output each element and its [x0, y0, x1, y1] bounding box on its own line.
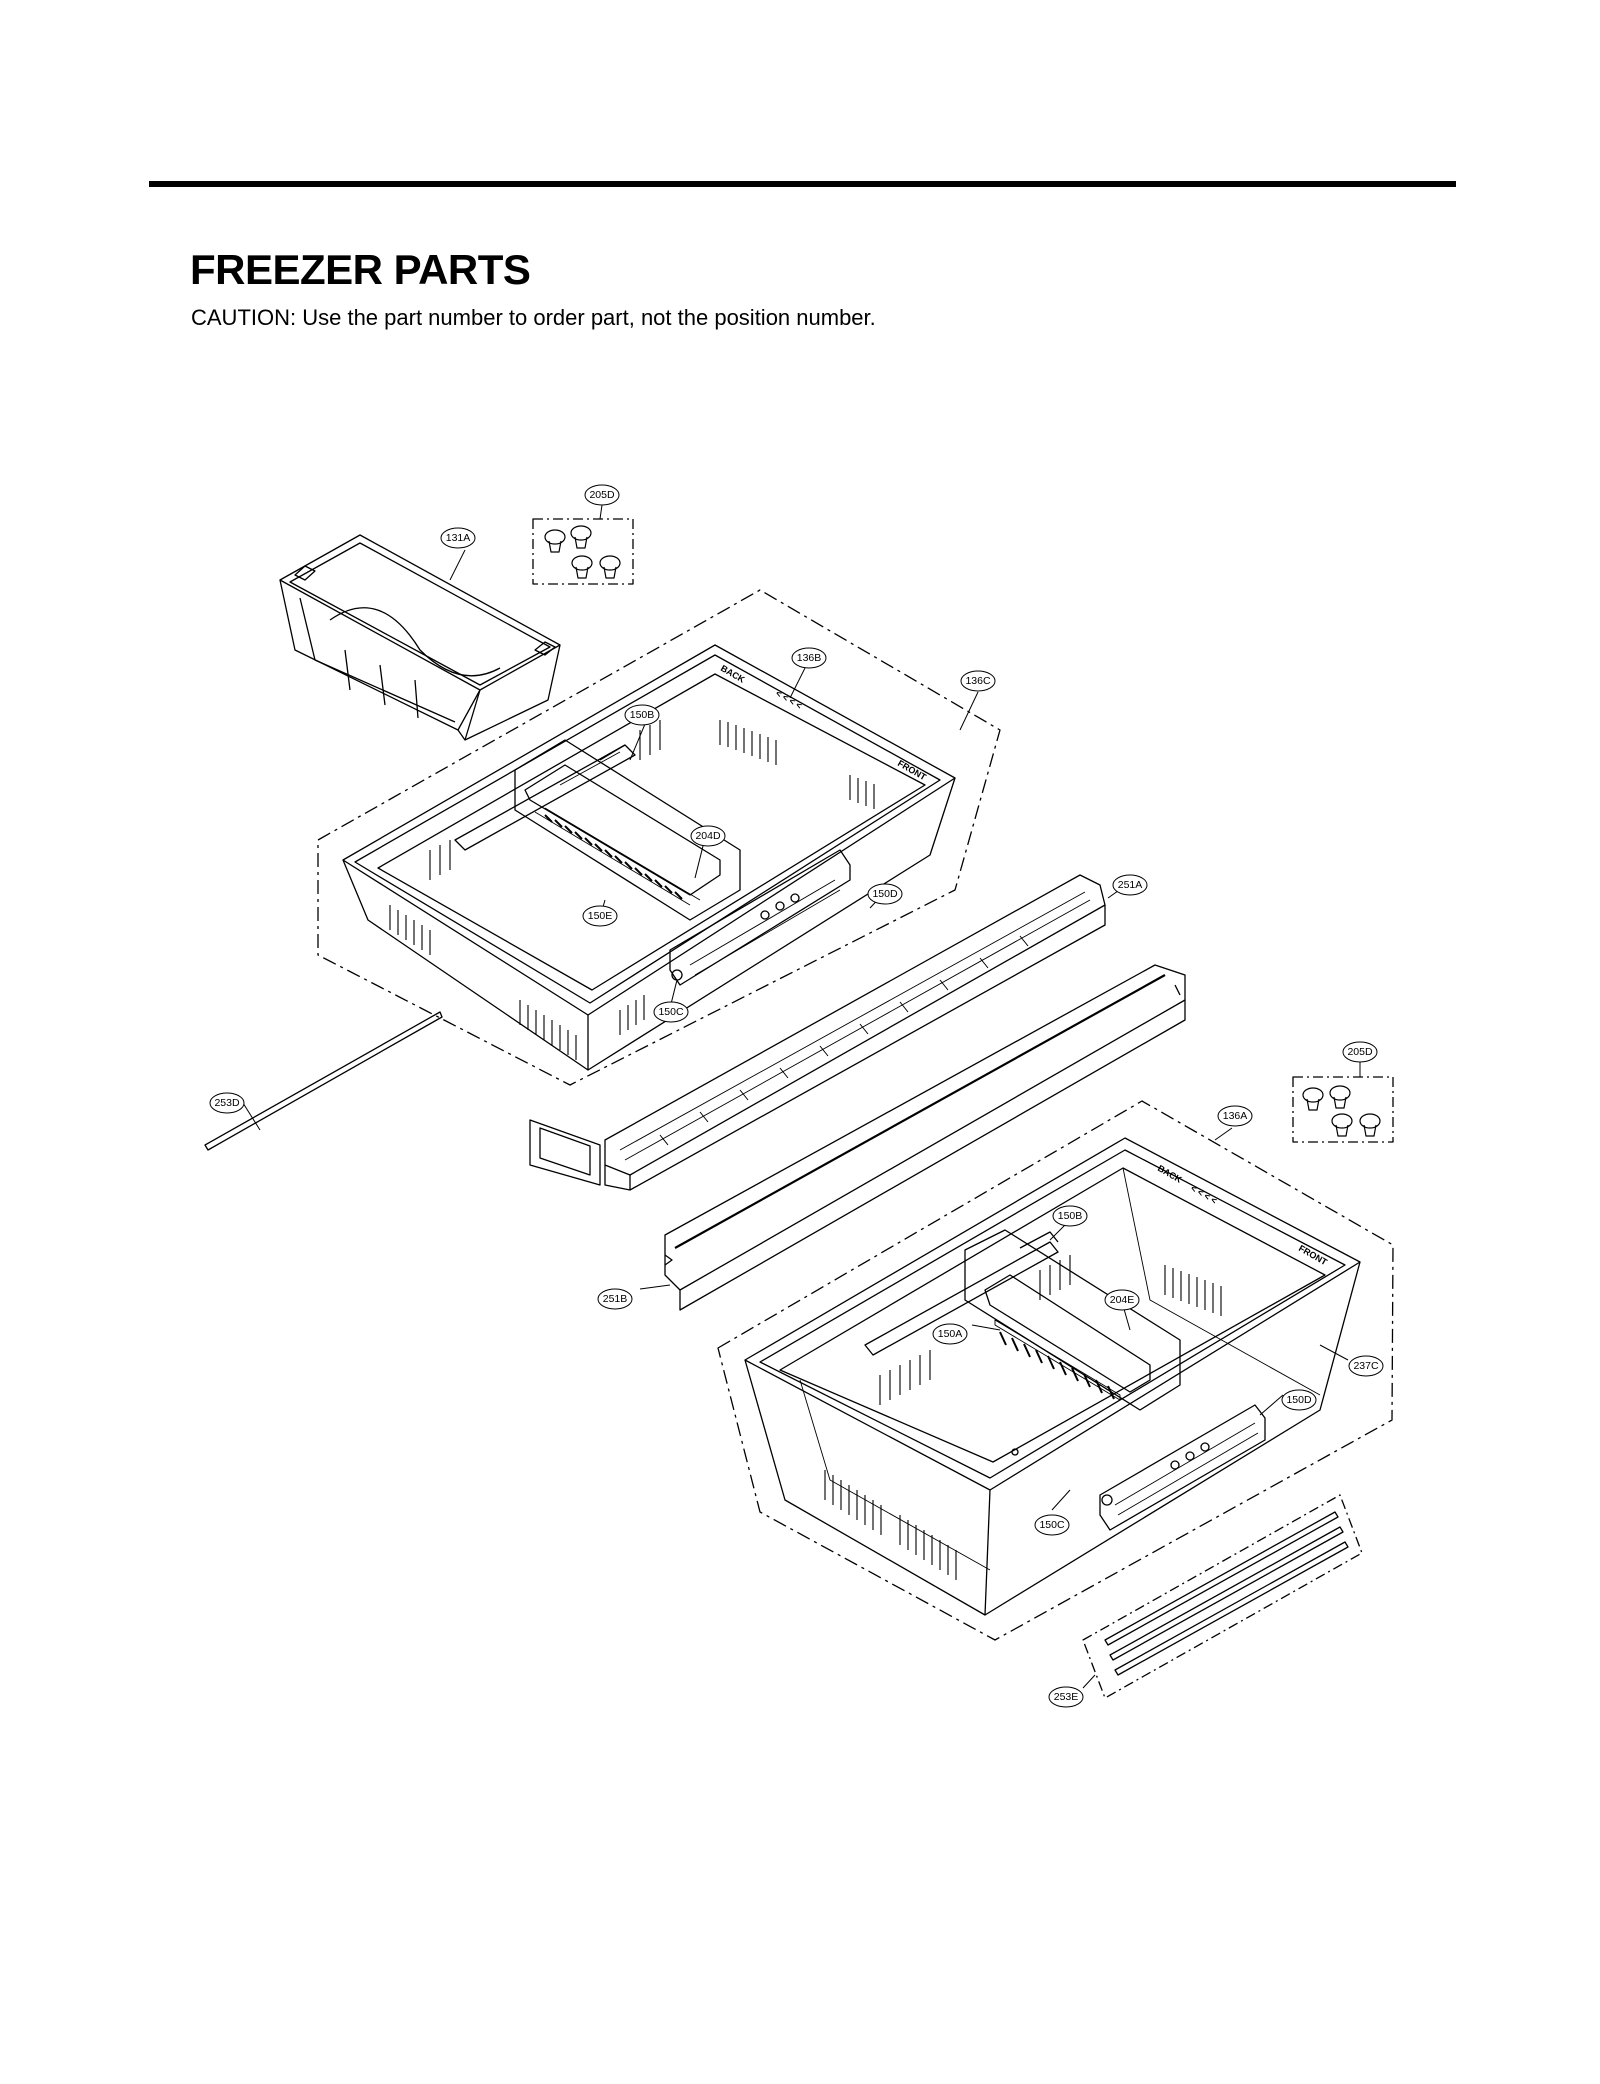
svg-text:150A: 150A [938, 1328, 963, 1340]
page-title: FREEZER PARTS [190, 246, 531, 293]
label-251B: 251B [597, 1288, 633, 1310]
caps-box-205D-bottom [1292, 1076, 1394, 1143]
label-205D-bottom: 205D [1342, 1041, 1378, 1063]
svg-text:150D: 150D [872, 888, 898, 900]
svg-text:253D: 253D [214, 1097, 240, 1109]
label-150E: 150E [582, 905, 618, 927]
svg-text:150C: 150C [658, 1006, 684, 1018]
label-136B: 136B [791, 647, 827, 669]
svg-text:251B: 251B [603, 1293, 628, 1305]
rail-251A [529, 874, 1106, 1191]
header-rule [149, 181, 1456, 187]
label-150D-bottom: 150D [1281, 1389, 1317, 1411]
top-drawer-group-boundary [317, 589, 1001, 1086]
rod-253D [204, 1011, 443, 1151]
arrows-mark-bottom: < < < < [1189, 1183, 1219, 1206]
svg-text:205D: 205D [589, 489, 615, 501]
bottom-drawer-group-boundary [717, 1100, 1394, 1641]
label-150B-top: 150B [624, 704, 660, 726]
svg-text:150C: 150C [1039, 1519, 1065, 1531]
label-237C: 237C [1348, 1355, 1384, 1377]
svg-text:251A: 251A [1118, 879, 1143, 891]
svg-text:150E: 150E [588, 910, 613, 922]
label-253E: 253E [1048, 1686, 1084, 1708]
label-136A: 136A [1217, 1105, 1253, 1127]
caution-note: CAUTION: Use the part number to order pa… [191, 305, 876, 330]
svg-text:237C: 237C [1353, 1360, 1379, 1372]
back-mark-top: BACK [719, 663, 747, 685]
label-253D: 253D [209, 1092, 245, 1114]
svg-text:150B: 150B [630, 709, 655, 721]
svg-text:205D: 205D [1347, 1046, 1373, 1058]
svg-text:204D: 204D [695, 830, 721, 842]
label-131A: 131A [440, 527, 476, 549]
rods-box-253E [1082, 1494, 1363, 1699]
svg-text:136B: 136B [797, 652, 822, 664]
label-136C: 136C [960, 670, 996, 692]
svg-text:204E: 204E [1110, 1294, 1135, 1306]
svg-text:150B: 150B [1058, 1210, 1083, 1222]
top-drawer-136B [342, 644, 956, 1071]
svg-text:136C: 136C [965, 675, 991, 687]
small-bin-131A [279, 534, 561, 741]
rail-251B [664, 964, 1186, 1311]
label-150D-top: 150D [867, 883, 903, 905]
label-150A: 150A [932, 1323, 968, 1345]
front-mark-bottom: FRONT [1297, 1243, 1329, 1267]
caps-box-205D-top [532, 518, 634, 585]
label-150B-bottom: 150B [1052, 1205, 1088, 1227]
label-150C-top: 150C [653, 1001, 689, 1023]
bottom-drawer-136A [744, 1137, 1361, 1616]
label-204D: 204D [690, 825, 726, 847]
label-150C-bottom: 150C [1034, 1514, 1070, 1536]
leader-lines [237, 504, 1361, 1689]
svg-text:253E: 253E [1054, 1691, 1079, 1703]
svg-text:150D: 150D [1286, 1394, 1312, 1406]
svg-text:136A: 136A [1223, 1110, 1248, 1122]
svg-text:131A: 131A [446, 532, 471, 544]
label-251A: 251A [1112, 874, 1148, 896]
label-205D-top: 205D [584, 484, 620, 506]
label-204E: 204E [1104, 1289, 1140, 1311]
part-labels: 205D 131A 136B 136C 150B 204D 150D 150E … [209, 484, 1384, 1708]
